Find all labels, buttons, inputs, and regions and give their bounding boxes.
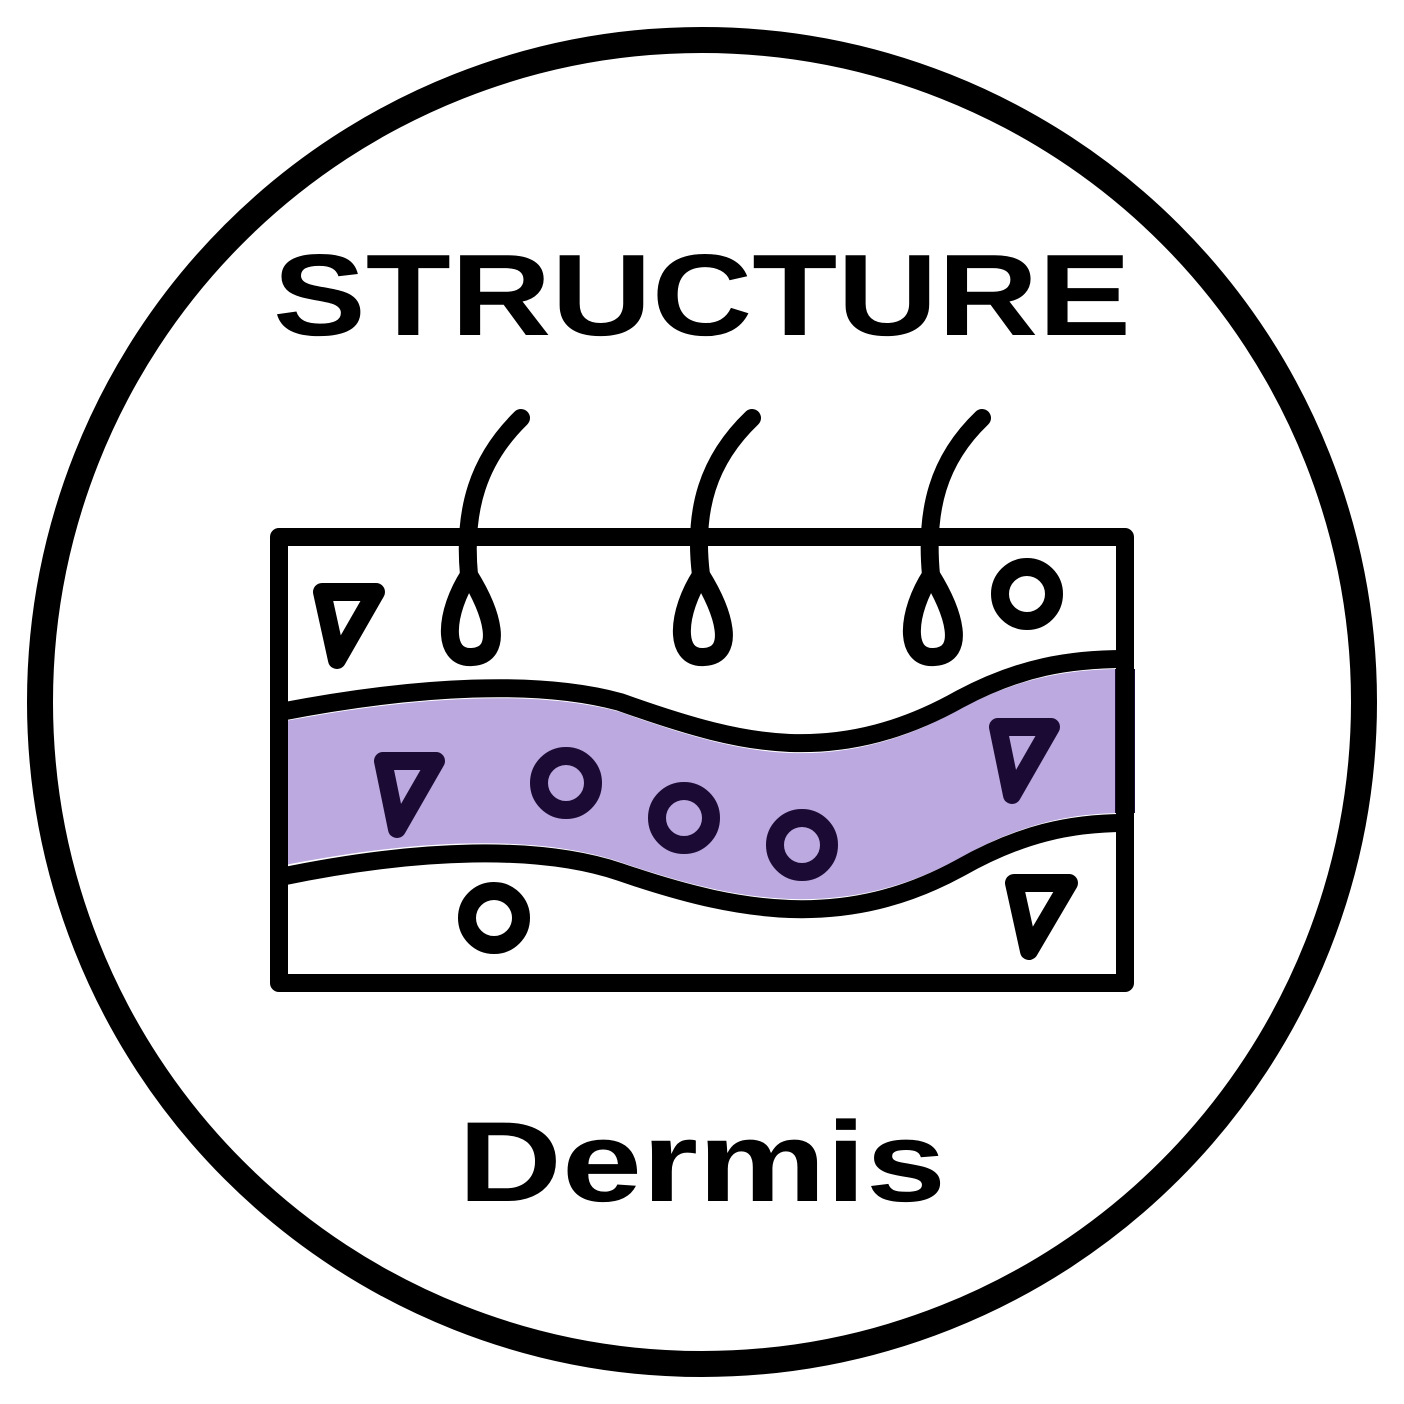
round-cell-icon <box>766 809 838 881</box>
triangle-cell-icon <box>313 583 385 669</box>
triangle-cell-icon <box>374 752 445 838</box>
hair-follicle-icon <box>440 409 530 666</box>
round-cell-icon <box>458 882 530 954</box>
badge-label: Dermis <box>458 1099 946 1226</box>
triangle-cell-icon <box>989 718 1060 804</box>
badge-circle <box>27 27 1377 1377</box>
round-cell-icon <box>648 782 720 854</box>
hypodermis-boundary <box>271 814 1134 919</box>
skin-layers-icon <box>270 409 1135 992</box>
round-cell-icon <box>991 558 1063 630</box>
triangle-cell-icon <box>1005 874 1078 960</box>
hair-follicle-icon <box>672 409 761 666</box>
badge-title: STRUCTURE <box>273 230 1131 360</box>
hair-follicle-icon <box>902 409 991 666</box>
dermis-layer <box>280 669 1125 900</box>
round-cell-icon <box>530 747 602 819</box>
epidermis-boundary <box>271 650 1134 753</box>
